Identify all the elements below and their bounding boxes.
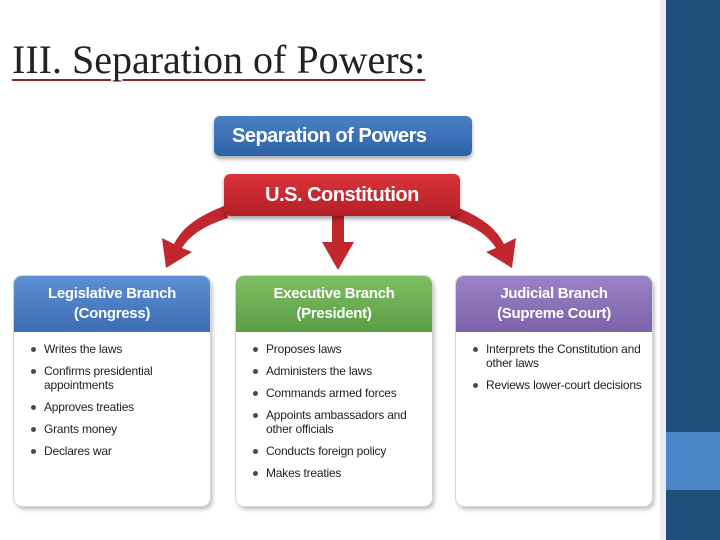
executive-powers-list: Proposes laws Administers the laws Comma… [236, 342, 432, 480]
list-item: Grants money [31, 422, 204, 436]
arrow-to-legislative [162, 206, 228, 268]
list-item: Administers the laws [253, 364, 426, 378]
sidebar-gap [660, 0, 666, 540]
arrow-to-judicial [450, 206, 516, 268]
list-item: Appoints ambassadors and other officials [253, 408, 426, 436]
executive-branch-header: Executive Branch (President) [236, 276, 432, 332]
list-item: Writes the laws [31, 342, 204, 356]
separation-of-powers-diagram: Separation of Powers U.S. Constitution L… [14, 106, 654, 516]
executive-branch-name: Executive Branch [273, 285, 395, 302]
sidebar-accent [666, 432, 720, 490]
legislative-branch-sub: (Congress) [73, 305, 151, 322]
judicial-branch-box: Judicial Branch (Supreme Court) Interpre… [456, 276, 652, 506]
legislative-branch-box: Legislative Branch (Congress) Writes the… [14, 276, 210, 506]
list-item: Declares war [31, 444, 204, 458]
list-item: Conducts foreign policy [253, 444, 426, 458]
separation-of-powers-box: Separation of Powers [214, 116, 472, 156]
list-item: Makes treaties [253, 466, 426, 480]
list-item: Confirms presidential appointments [31, 364, 204, 392]
executive-branch-sub: (President) [296, 305, 372, 322]
constitution-box: U.S. Constitution [224, 174, 460, 216]
list-item: Reviews lower-court decisions [473, 378, 646, 392]
legislative-branch-name: Legislative Branch [48, 285, 176, 302]
list-item: Commands armed forces [253, 386, 426, 400]
judicial-branch-header: Judicial Branch (Supreme Court) [456, 276, 652, 332]
list-item: Approves treaties [31, 400, 204, 414]
arrows-graphic [162, 206, 516, 270]
slide-title: III. Separation of Powers: [12, 37, 426, 82]
judicial-branch-sub: (Supreme Court) [497, 305, 611, 322]
legislative-branch-header: Legislative Branch (Congress) [14, 276, 210, 332]
judicial-branch-name: Judicial Branch [500, 285, 608, 302]
arrow-to-executive [322, 216, 354, 270]
list-item: Interprets the Constitution and other la… [473, 342, 646, 370]
judicial-powers-list: Interprets the Constitution and other la… [456, 342, 652, 392]
legislative-powers-list: Writes the laws Confirms presidential ap… [14, 342, 210, 458]
list-item: Proposes laws [253, 342, 426, 356]
executive-branch-box: Executive Branch (President) Proposes la… [236, 276, 432, 506]
